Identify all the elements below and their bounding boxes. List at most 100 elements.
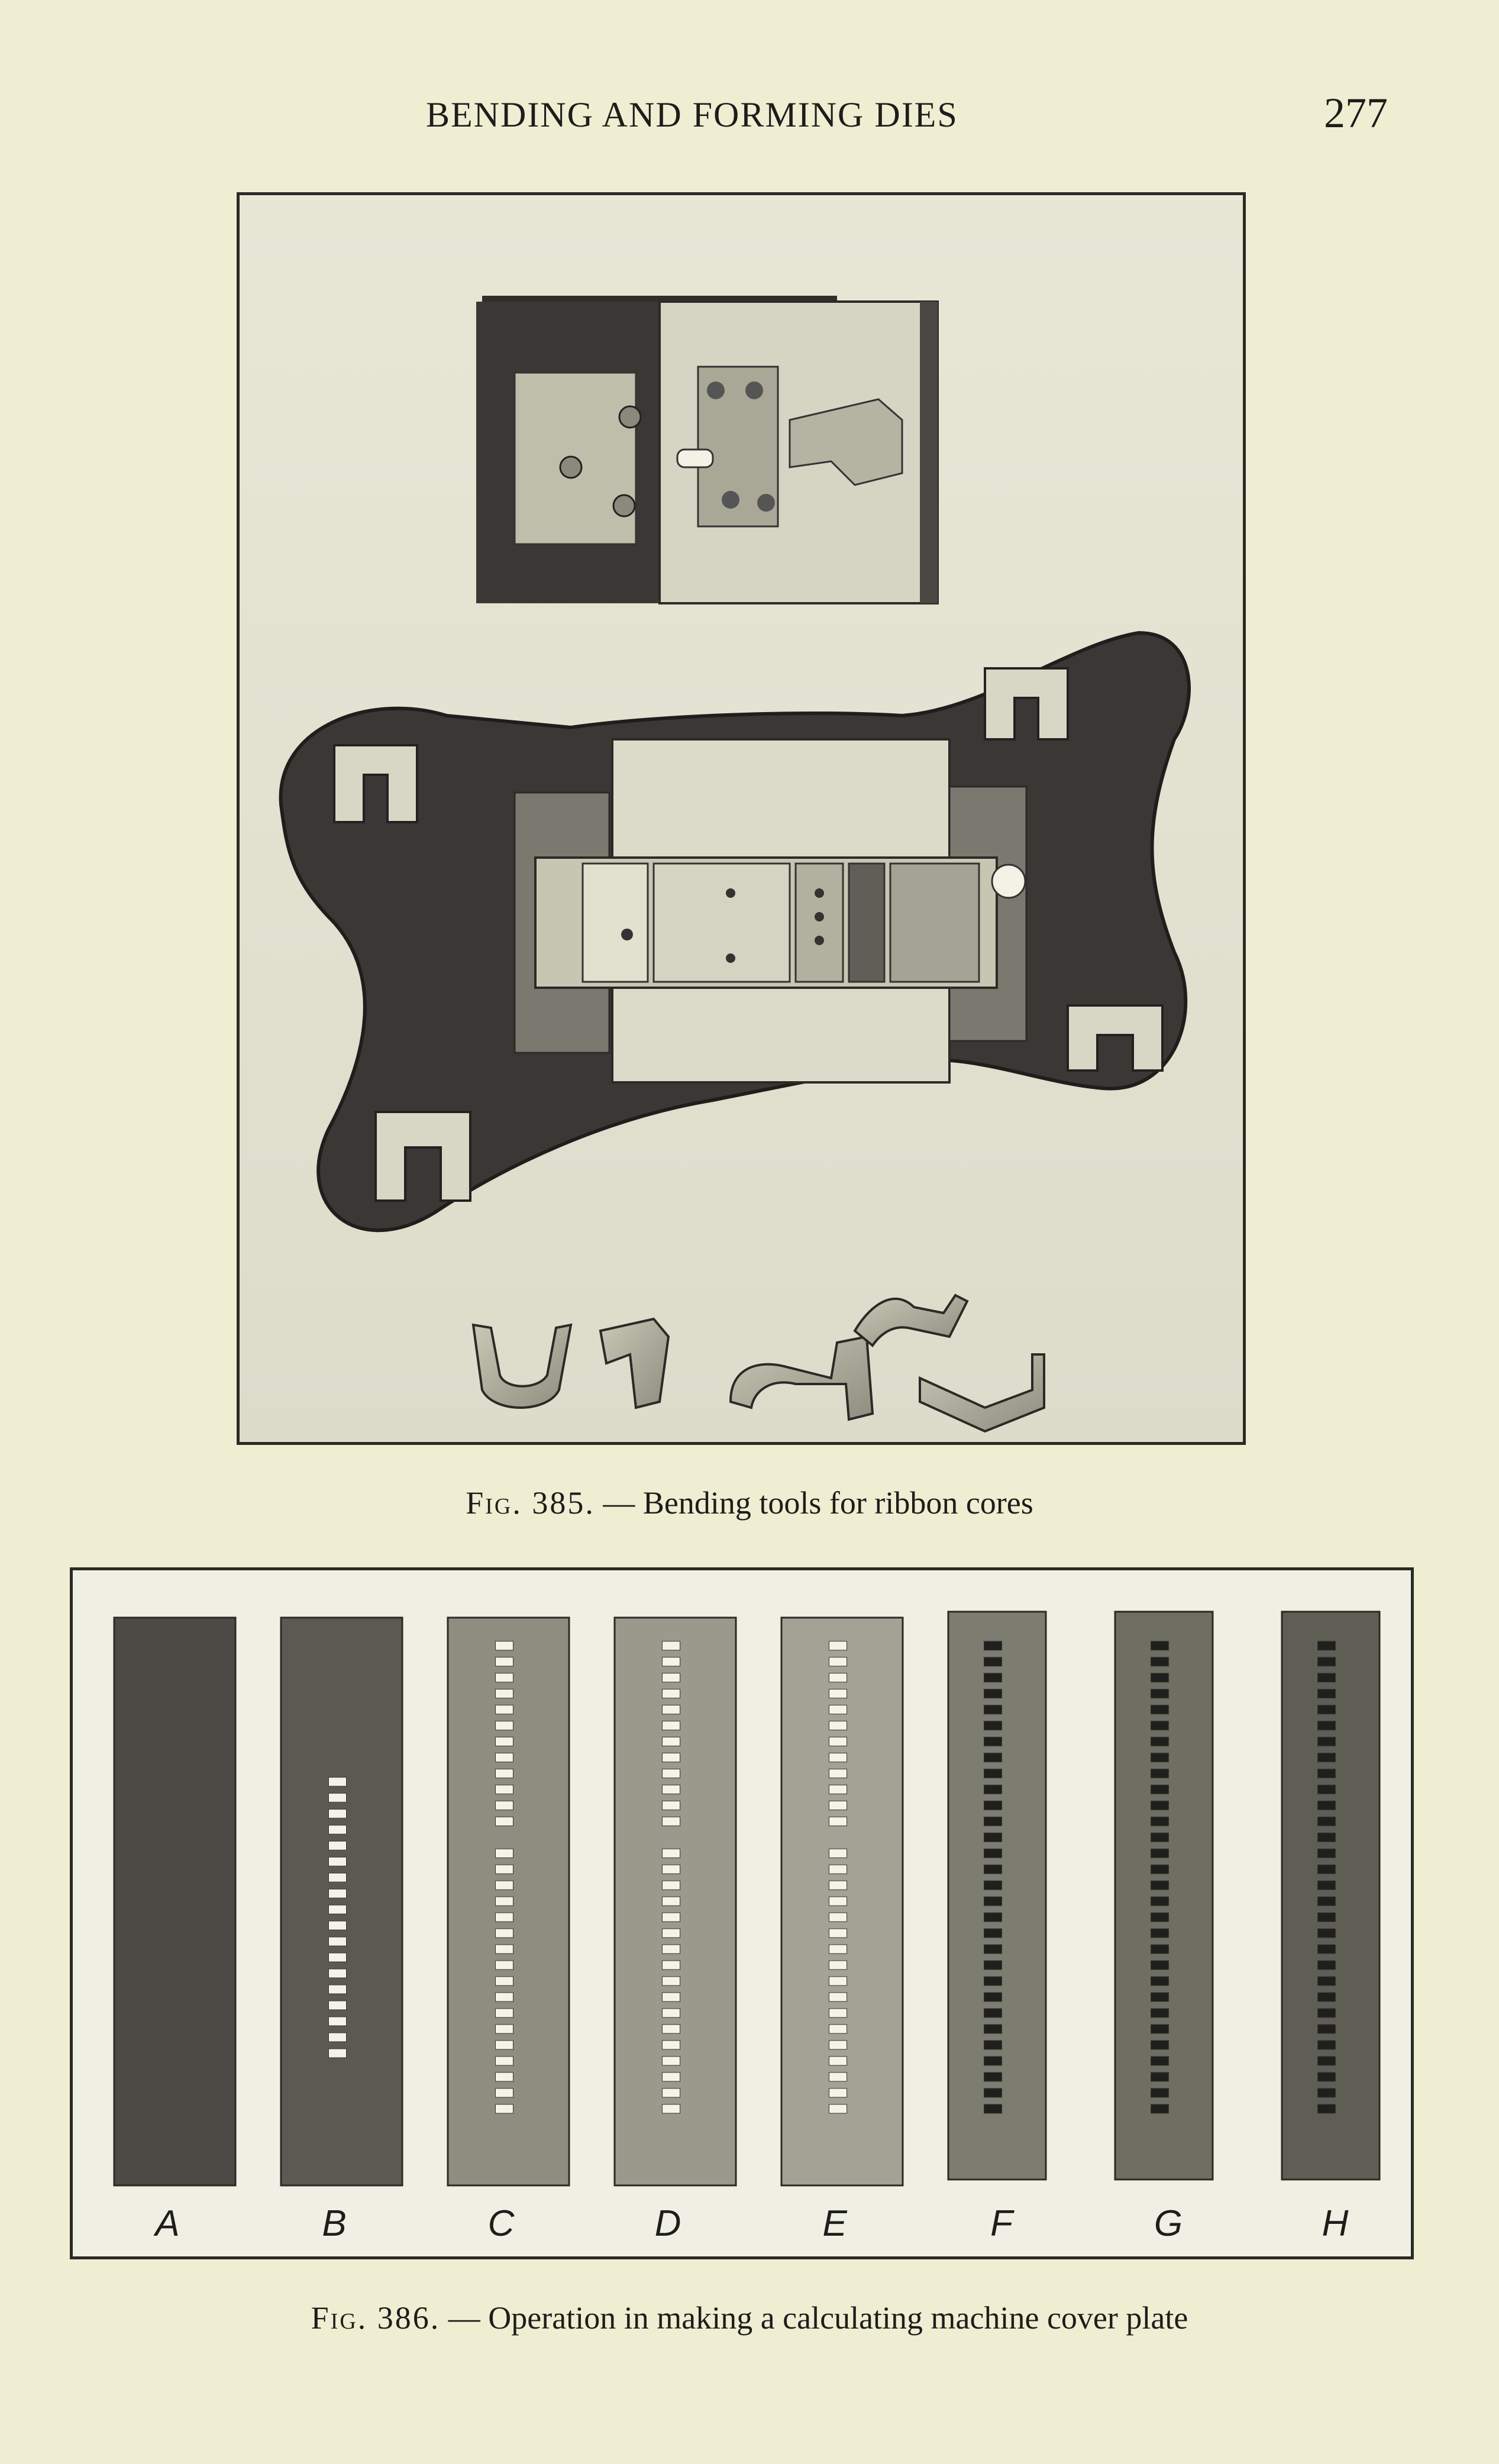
punched-slot (829, 1737, 847, 1747)
punched-slot (984, 1832, 1002, 1842)
punched-slot (1317, 2104, 1336, 2114)
punched-slot (984, 1864, 1002, 1874)
punched-slot (1317, 1960, 1336, 1970)
punched-slot (1151, 2008, 1169, 2018)
punched-slot (1317, 2008, 1336, 2018)
punched-slot (829, 2024, 847, 2034)
punched-slot (829, 1976, 847, 1986)
punched-slot (662, 2024, 680, 2034)
punched-slot (495, 1912, 513, 1922)
punched-slot (328, 2048, 347, 2058)
punched-slot (1317, 1896, 1336, 1906)
punched-slot (1151, 1992, 1169, 2002)
punched-slot (1317, 1768, 1336, 1779)
punched-slot (829, 1657, 847, 1667)
punched-slot (328, 1873, 347, 1883)
punched-slot (829, 1641, 847, 1651)
punched-slot (984, 1816, 1002, 1826)
strip-label-f: F (990, 2203, 1015, 2244)
lower-die-base (279, 630, 1191, 1232)
punched-slot (662, 1864, 680, 1874)
punched-slot (829, 1992, 847, 2002)
punched-slot (1317, 1864, 1336, 1874)
punched-slot (662, 1928, 680, 1938)
punched-slot (328, 2032, 347, 2042)
punched-slot (1151, 1721, 1169, 1731)
punched-slot (829, 1689, 847, 1699)
punched-slot (1151, 1928, 1169, 1938)
punched-slot (984, 1752, 1002, 1763)
punched-slot (1151, 1737, 1169, 1747)
punched-slot (829, 1721, 847, 1731)
strip-label-h: H (1322, 2203, 1349, 2244)
punched-slot (662, 1848, 680, 1858)
punched-slot (1151, 2104, 1169, 2114)
punched-slot (662, 1721, 680, 1731)
punched-slot (495, 1689, 513, 1699)
punched-slot (1151, 1896, 1169, 1906)
punched-slot (829, 1816, 847, 1826)
punched-slot (1151, 1864, 1169, 1874)
figure-385-caption-text: — Bending tools for ribbon cores (603, 1485, 1033, 1521)
punched-slot (495, 1784, 513, 1794)
punched-slot (984, 2088, 1002, 2098)
punched-slot (829, 1896, 847, 1906)
punched-slot (1317, 1976, 1336, 1986)
punched-slot (984, 1737, 1002, 1747)
punched-slot (1317, 1944, 1336, 1954)
punched-slot (1317, 1784, 1336, 1794)
punched-slot (829, 1912, 847, 1922)
punched-slot (1151, 1848, 1169, 1858)
punched-slot (1317, 1705, 1336, 1715)
punched-slot (829, 1880, 847, 1890)
punched-slot (1317, 1737, 1336, 1747)
figure-385-label: Fig. 385. (466, 1485, 595, 1521)
punched-slot (984, 1896, 1002, 1906)
punched-slot (495, 1641, 513, 1651)
punched-slot (984, 2040, 1002, 2050)
punched-slot (662, 1992, 680, 2002)
punched-slot (662, 1944, 680, 1954)
punched-slot (495, 1848, 513, 1858)
punched-slot (984, 1880, 1002, 1890)
punched-slot (1151, 2072, 1169, 2082)
punched-slot (495, 1928, 513, 1938)
punched-slot (1151, 1673, 1169, 1683)
punched-slot (328, 1952, 347, 1962)
punched-slot (829, 1848, 847, 1858)
punched-slot (1151, 1784, 1169, 1794)
strip-label-d: D (655, 2203, 681, 2244)
punched-slot (1317, 1880, 1336, 1890)
punched-slot (1317, 1912, 1336, 1922)
punched-slot (662, 1768, 680, 1779)
punched-slot (984, 1848, 1002, 1858)
strip-f (947, 1611, 1047, 2181)
page-number: 277 (1324, 89, 1388, 137)
punched-slot (984, 1944, 1002, 1954)
punched-slot (1317, 1721, 1336, 1731)
strip-label-g: G (1154, 2203, 1183, 2244)
punched-slot (829, 1752, 847, 1763)
punched-slot (984, 1992, 1002, 2002)
punched-slot (662, 1673, 680, 1683)
punched-slot (1151, 1832, 1169, 1842)
punched-slot (1151, 1976, 1169, 1986)
punched-slot (662, 1784, 680, 1794)
punched-slot (662, 2040, 680, 2050)
punched-slot (829, 2072, 847, 2082)
punched-slot (495, 1657, 513, 1667)
punched-slot (495, 1896, 513, 1906)
punched-slot (662, 2056, 680, 2066)
punched-slot (829, 2088, 847, 2098)
punched-slot (984, 1673, 1002, 1683)
punched-slot (495, 2056, 513, 2066)
punched-slot (662, 1737, 680, 1747)
punched-slot (1151, 1768, 1169, 1779)
strip-b (280, 1616, 403, 2187)
punched-slot (829, 1768, 847, 1779)
punched-slot (495, 1705, 513, 1715)
punched-slot (1151, 1689, 1169, 1699)
strip-g (1114, 1611, 1214, 2181)
